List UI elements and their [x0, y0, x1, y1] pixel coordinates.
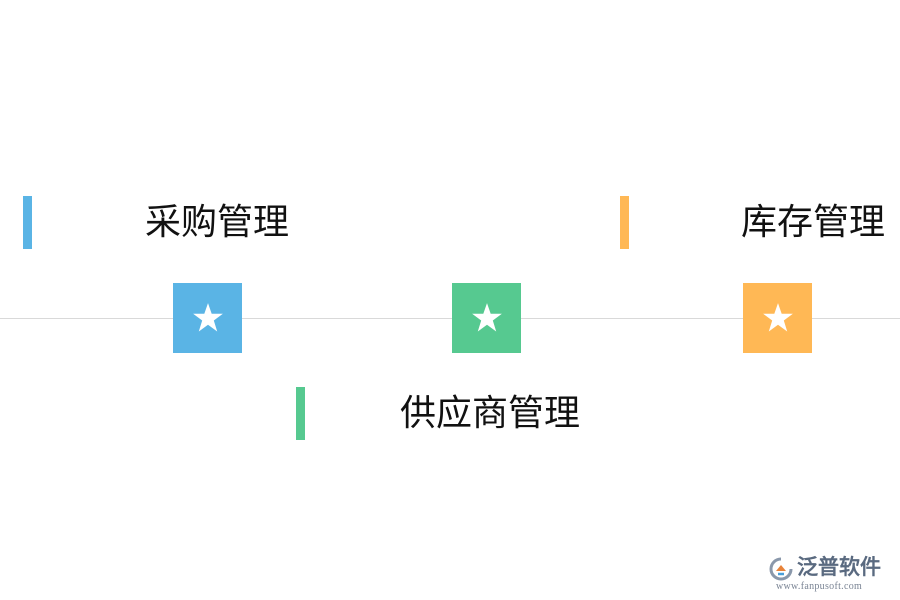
star-box-purchase	[173, 283, 242, 353]
logo-url: www.fanpusoft.com	[776, 581, 863, 592]
star-icon	[471, 303, 502, 332]
star-box-inventory	[743, 283, 812, 353]
fanpu-logo-icon	[769, 557, 793, 581]
timeline-line	[0, 318, 900, 319]
label-purchase-management: 采购管理	[145, 202, 290, 243]
star-box-supplier	[452, 283, 521, 353]
accent-bar-inventory	[620, 196, 629, 249]
logo-name: 泛普软件	[797, 555, 881, 579]
star-icon	[192, 303, 223, 332]
label-supplier-management: 供应商管理	[400, 393, 581, 434]
star-icon	[762, 303, 793, 332]
accent-bar-purchase	[23, 196, 32, 249]
watermark-logo: 泛普软件 www.fanpusoft.com	[768, 554, 892, 594]
accent-bar-supplier	[296, 387, 305, 440]
label-inventory-management: 库存管理	[741, 202, 886, 243]
